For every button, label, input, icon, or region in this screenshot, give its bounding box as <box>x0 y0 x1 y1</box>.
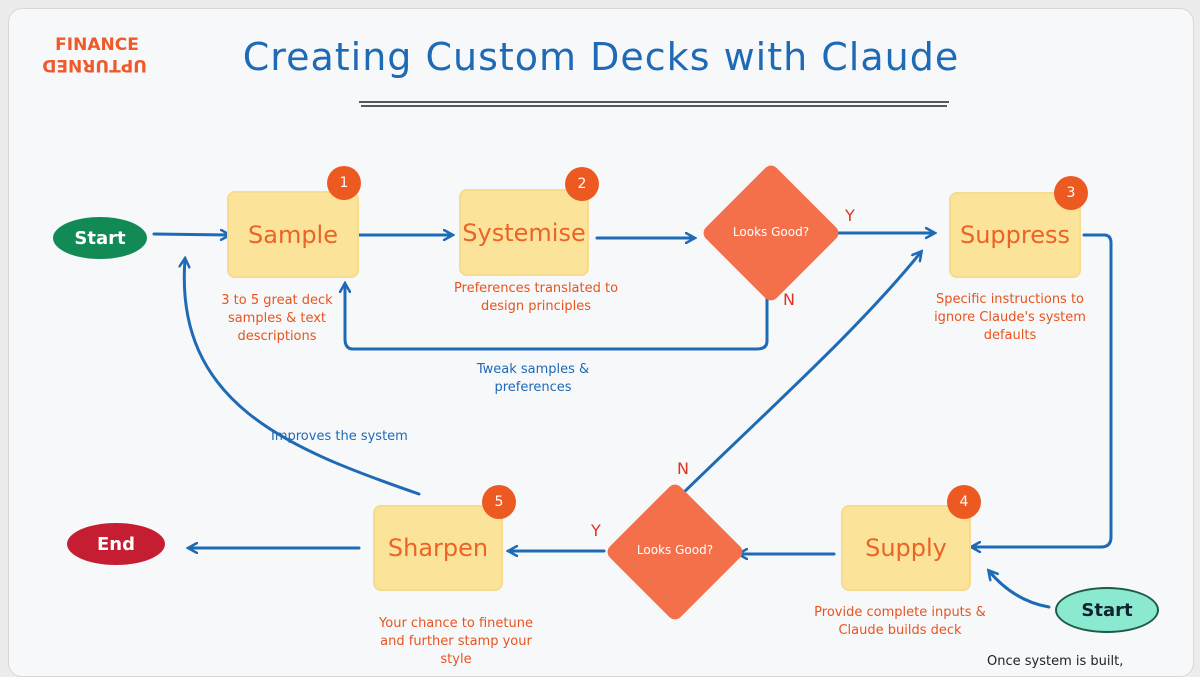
logo-line1: FINANCE <box>55 35 139 55</box>
step-sample-label: Sample <box>248 220 338 249</box>
step-badge-2: 2 <box>565 167 599 201</box>
step-suppress: Suppress <box>949 192 1081 278</box>
start-node-2: Start <box>1055 587 1159 633</box>
step-systemise: Systemise <box>459 189 589 276</box>
diagram-canvas: FINANCE UPTURNED Creating Custom Decks w… <box>8 8 1194 677</box>
arrow-improves-system <box>184 259 421 496</box>
connectors <box>152 101 1113 609</box>
step-sample: Sample <box>227 191 359 278</box>
start-label: Start <box>74 227 126 249</box>
improves-note: Improves the system <box>271 429 408 444</box>
arrow-no-loop-back <box>345 284 769 351</box>
step-sharpen-note: Your chance to finetune and further stam… <box>379 616 533 667</box>
end-node: End <box>67 523 165 565</box>
decision-top-yes: Y <box>845 206 855 225</box>
start-node: Start <box>53 217 147 259</box>
step-sharpen-label: Sharpen <box>387 534 489 562</box>
end-label: End <box>97 533 135 555</box>
step-sample-note: 3 to 5 great deck samples & text descrip… <box>221 293 333 344</box>
decision-bottom-no: N <box>677 459 689 478</box>
tweak-note: Tweak samples & preferences <box>476 362 590 395</box>
step-supply: Supply <box>841 505 971 591</box>
step-badge-3: 3 <box>1054 176 1088 210</box>
step-suppress-label: Suppress <box>959 221 1071 249</box>
step-badge-5: 5 <box>482 485 516 519</box>
start-label-2: Start <box>1081 599 1133 621</box>
step-badge-1: 1 <box>327 166 361 200</box>
step-supply-note: Provide complete inputs & Claude builds … <box>814 605 986 638</box>
once-built-note: Once system is built, <box>987 654 1124 669</box>
step-supply-label: Supply <box>865 534 947 562</box>
arrow-start2-to-supply <box>989 571 1051 609</box>
arrow-start-to-sample <box>152 234 229 235</box>
decision-top-label: Looks Good? <box>732 225 810 239</box>
decision-bottom-yes: Y <box>591 521 601 540</box>
decision-bottom-label: Looks Good? <box>636 543 714 557</box>
arrow-suppress-to-supply <box>972 233 1113 547</box>
arrow-no-to-suppress <box>677 252 921 499</box>
step-badge-4: 4 <box>947 485 981 519</box>
page-title: Creating Custom Decks with Claude <box>242 35 960 79</box>
step-suppress-note: Specific instructions to ignore Claude's… <box>934 292 1086 343</box>
step-sharpen: Sharpen <box>373 505 503 591</box>
logo: FINANCE UPTURNED <box>42 35 147 75</box>
decision-top-no: N <box>783 290 795 309</box>
step-systemise-note: Preferences translated to design princip… <box>453 281 619 314</box>
step-systemise-label: Systemise <box>462 218 586 247</box>
